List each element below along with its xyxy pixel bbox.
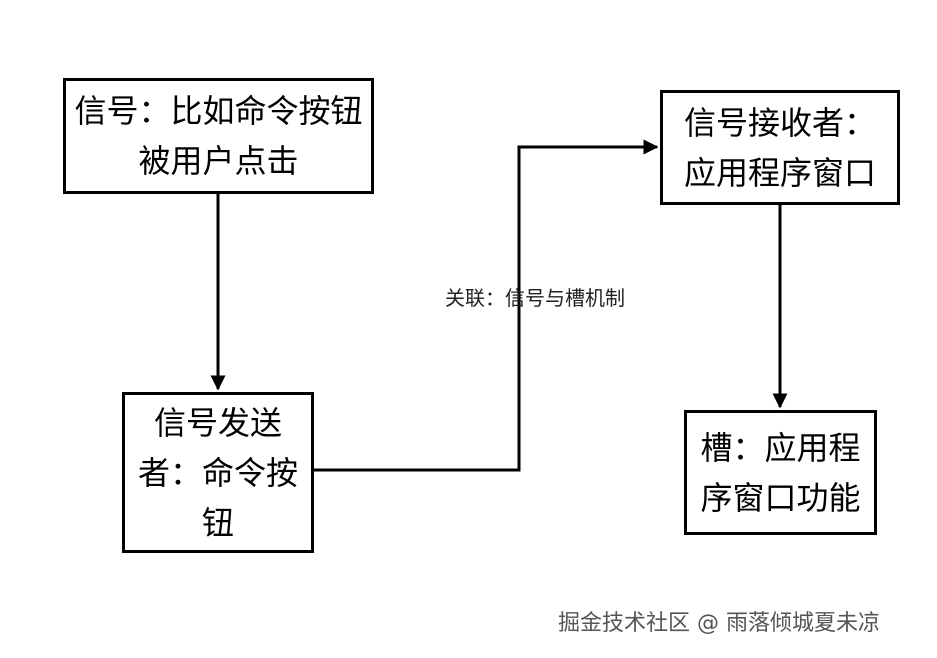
signal-node: 信号：比如命令按钮被用户点击	[63, 78, 374, 194]
arrow-sender-to-receiver	[314, 139, 659, 472]
slot-node-label: 槽：应用程序窗口功能	[700, 428, 861, 517]
connect-edge-label: 关联：信号与槽机制	[445, 286, 625, 310]
watermark-text: 掘金技术社区 @ 雨落倾城夏未凉	[558, 611, 880, 636]
slot-node: 槽：应用程序窗口功能	[684, 410, 877, 535]
signal-receiver-node-label: 信号接收者：应用程序窗口	[683, 103, 876, 192]
signal-node-label: 信号：比如命令按钮被用户点击	[74, 92, 363, 180]
signal-sender-node-label: 信号发送者：命令按钮	[137, 403, 298, 542]
signal-sender-node: 信号发送者：命令按钮	[122, 392, 314, 553]
signal-receiver-node: 信号接收者：应用程序窗口	[660, 90, 900, 205]
